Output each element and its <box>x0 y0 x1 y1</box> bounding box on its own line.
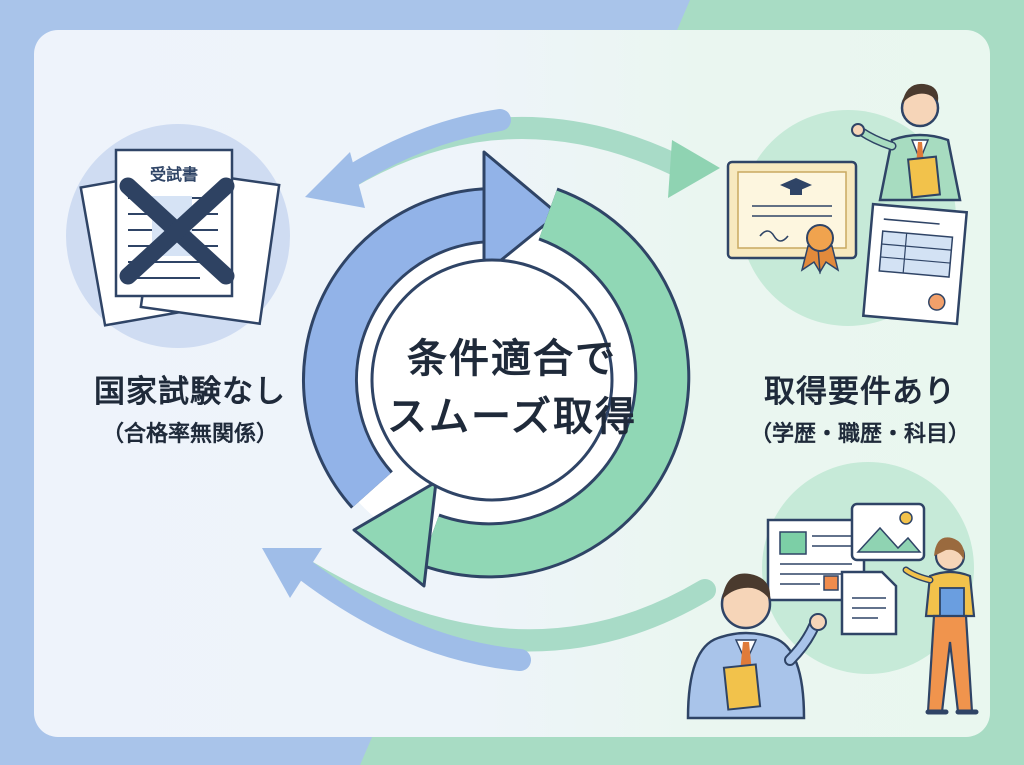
cross-icon <box>119 177 235 285</box>
bottom-outer-arc <box>262 548 716 671</box>
cycle-arrow-green-head <box>352 480 438 588</box>
right-top-illustration <box>726 83 969 326</box>
image-card-icon <box>850 502 926 562</box>
woman-presenter-icon <box>902 537 979 715</box>
center-cycle <box>302 150 691 588</box>
arrow-head-left-bottom <box>262 548 322 598</box>
arrow-head-right-top <box>668 140 720 198</box>
right-bottom-illustration <box>686 462 979 720</box>
center-inner-circle <box>370 258 614 502</box>
left-subtitle: （合格率無関係） <box>101 422 278 447</box>
right-title: 取得要件あり <box>764 374 956 410</box>
mortarboard-icon <box>780 178 812 195</box>
arrow-head-left-top <box>305 152 365 208</box>
file-icon <box>840 570 898 636</box>
seal-ribbon-icon <box>800 224 840 275</box>
certificate-icon <box>726 160 858 275</box>
top-outer-arc <box>305 109 720 208</box>
left-title: 国家試験なし <box>94 374 286 410</box>
center-label-line1: 条件適合で <box>407 336 617 382</box>
doc-label: 受試書 <box>150 165 198 184</box>
form-document-icon <box>861 202 969 326</box>
businessman-icon <box>686 573 827 720</box>
center-label-line2: スムーズ取得 <box>387 394 637 440</box>
businessman-presenter-icon <box>851 83 962 202</box>
right-subtitle: （学歴・職歴・科目） <box>749 422 970 447</box>
cycle-arrow-blue-head <box>482 150 560 276</box>
